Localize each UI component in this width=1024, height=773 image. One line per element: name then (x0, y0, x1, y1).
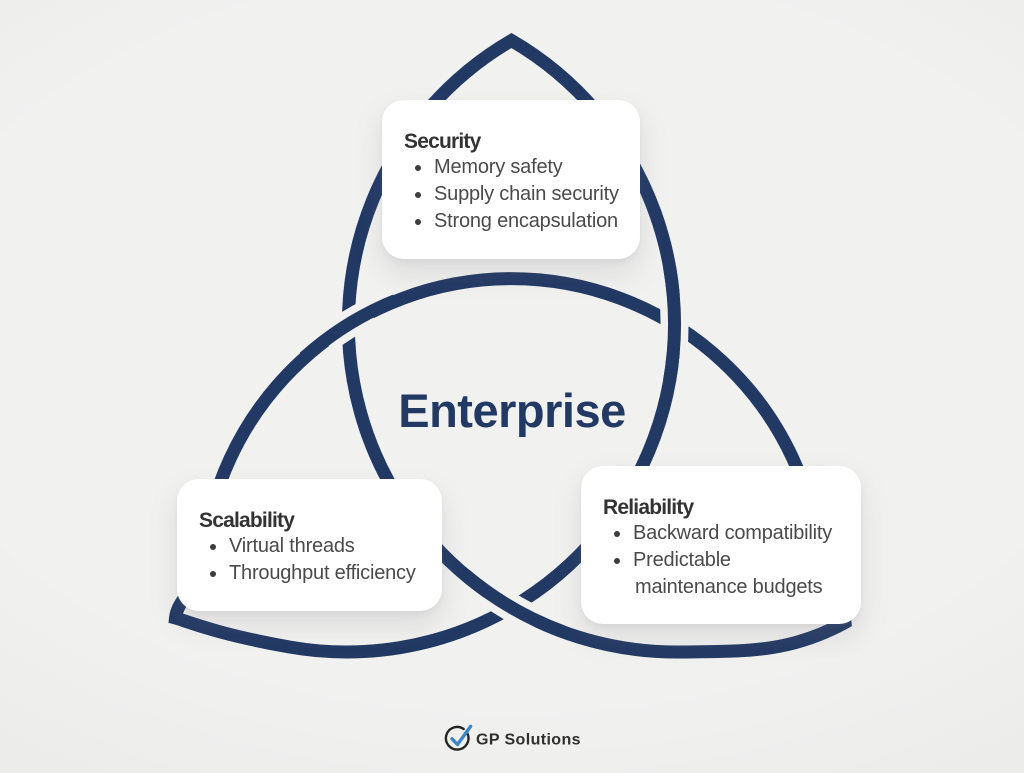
svg-text:GP Solutions: GP Solutions (476, 731, 581, 748)
